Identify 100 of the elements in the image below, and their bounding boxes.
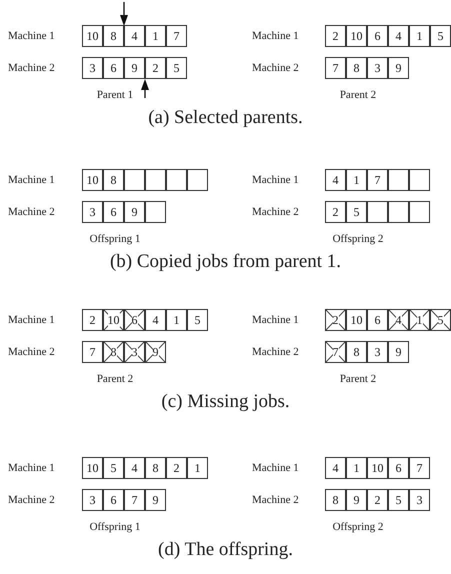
grid-caption: Offspring 2 (332, 234, 384, 245)
table-cell (367, 309, 388, 331)
table-cell (82, 169, 103, 191)
table-cell (82, 25, 103, 47)
job-number: 6 (110, 62, 116, 74)
job-number: 2 (174, 462, 180, 474)
table-cell (367, 201, 388, 223)
grid-caption: Parent 2 (96, 374, 134, 385)
table-cell (346, 201, 367, 223)
job-number: 10 (108, 313, 120, 327)
job-number: 1 (174, 314, 180, 326)
job-number: 2 (332, 206, 338, 218)
job-number: 9 (132, 206, 138, 218)
table-cell (145, 489, 166, 511)
table-cell (409, 489, 430, 511)
job-number: 9 (354, 494, 360, 506)
job-number: 9 (396, 346, 402, 358)
table-cell (103, 25, 124, 47)
table-cell (145, 57, 166, 79)
job-number: 7 (174, 30, 180, 42)
job-number: 9 (152, 494, 158, 506)
panel-caption: (a) Selected parents. (148, 108, 303, 127)
table-cell (367, 169, 388, 191)
job-number: 5 (110, 462, 116, 474)
job-number: 7 (332, 62, 338, 74)
table-cell (166, 457, 187, 479)
job-number: 4 (132, 30, 138, 42)
table-cell (103, 169, 124, 191)
table-cell (367, 25, 388, 47)
grid-caption: Parent 2 (338, 374, 378, 385)
table-cell (367, 457, 388, 479)
job-number: 3 (374, 346, 380, 358)
job-number: 7 (416, 462, 422, 474)
table-cell (124, 57, 145, 79)
job-number: 3 (90, 206, 96, 218)
job-number: 8 (354, 346, 360, 358)
row-label: Machine 2 (252, 63, 299, 74)
job-number: 5 (438, 313, 444, 327)
table-cell (82, 341, 103, 363)
table-cell (409, 25, 430, 47)
job-number: 5 (354, 206, 360, 218)
job-number: 8 (354, 62, 360, 74)
job-number: 10 (86, 30, 98, 42)
job-number: 3 (132, 345, 138, 359)
table-cell (187, 457, 208, 479)
row-label: Machine 1 (8, 175, 55, 186)
job-number: 2 (332, 313, 338, 327)
job-number: 10 (350, 314, 362, 326)
table-cell (145, 309, 166, 331)
table-cell (166, 309, 187, 331)
table-cell (346, 25, 367, 47)
job-number: 3 (416, 494, 422, 506)
job-number: 4 (132, 462, 138, 474)
row-label: Machine 2 (8, 495, 55, 506)
row-label: Machine 1 (8, 463, 55, 474)
table-cell (325, 489, 346, 511)
table-cell (388, 341, 409, 363)
grid-caption: Offspring 2 (332, 522, 384, 533)
table-cell (325, 201, 346, 223)
table-cell (430, 25, 451, 47)
table-cell (82, 57, 103, 79)
table-cell (367, 489, 388, 511)
job-number: 7 (132, 494, 138, 506)
row-label: Machine 1 (8, 315, 55, 326)
table-cell (145, 201, 166, 223)
job-number: 5 (396, 494, 402, 506)
job-number: 6 (374, 314, 380, 326)
table-cell (388, 489, 409, 511)
table-cell (124, 25, 145, 47)
table-cell (145, 169, 166, 191)
table-cell (409, 201, 430, 223)
job-number: 6 (396, 462, 402, 474)
grid-caption: Parent 2 (338, 90, 378, 101)
job-number: 4 (396, 30, 402, 42)
job-number: 10 (350, 30, 362, 42)
table-cell (388, 169, 409, 191)
job-number: 2 (90, 314, 96, 326)
table-cell (145, 25, 166, 47)
job-number: 7 (332, 345, 338, 359)
table-cell (346, 309, 367, 331)
row-label: Machine 2 (252, 347, 299, 358)
row-label: Machine 1 (252, 463, 299, 474)
table-cell (82, 457, 103, 479)
table-cell (346, 169, 367, 191)
table-cell (124, 201, 145, 223)
table-cell (187, 169, 208, 191)
row-label: Machine 1 (8, 31, 55, 42)
table-cell (409, 169, 430, 191)
table-cell (388, 57, 409, 79)
table-cell (325, 169, 346, 191)
job-number: 8 (332, 494, 338, 506)
table-cell (187, 309, 208, 331)
job-number: 3 (90, 494, 96, 506)
row-label: Machine 1 (252, 175, 299, 186)
job-number: 10 (372, 462, 384, 474)
job-number: 5 (194, 314, 200, 326)
row-label: Machine 2 (8, 207, 55, 218)
panel-caption: (d) The offspring. (158, 540, 293, 559)
table-cell (388, 25, 409, 47)
table-cell (103, 201, 124, 223)
